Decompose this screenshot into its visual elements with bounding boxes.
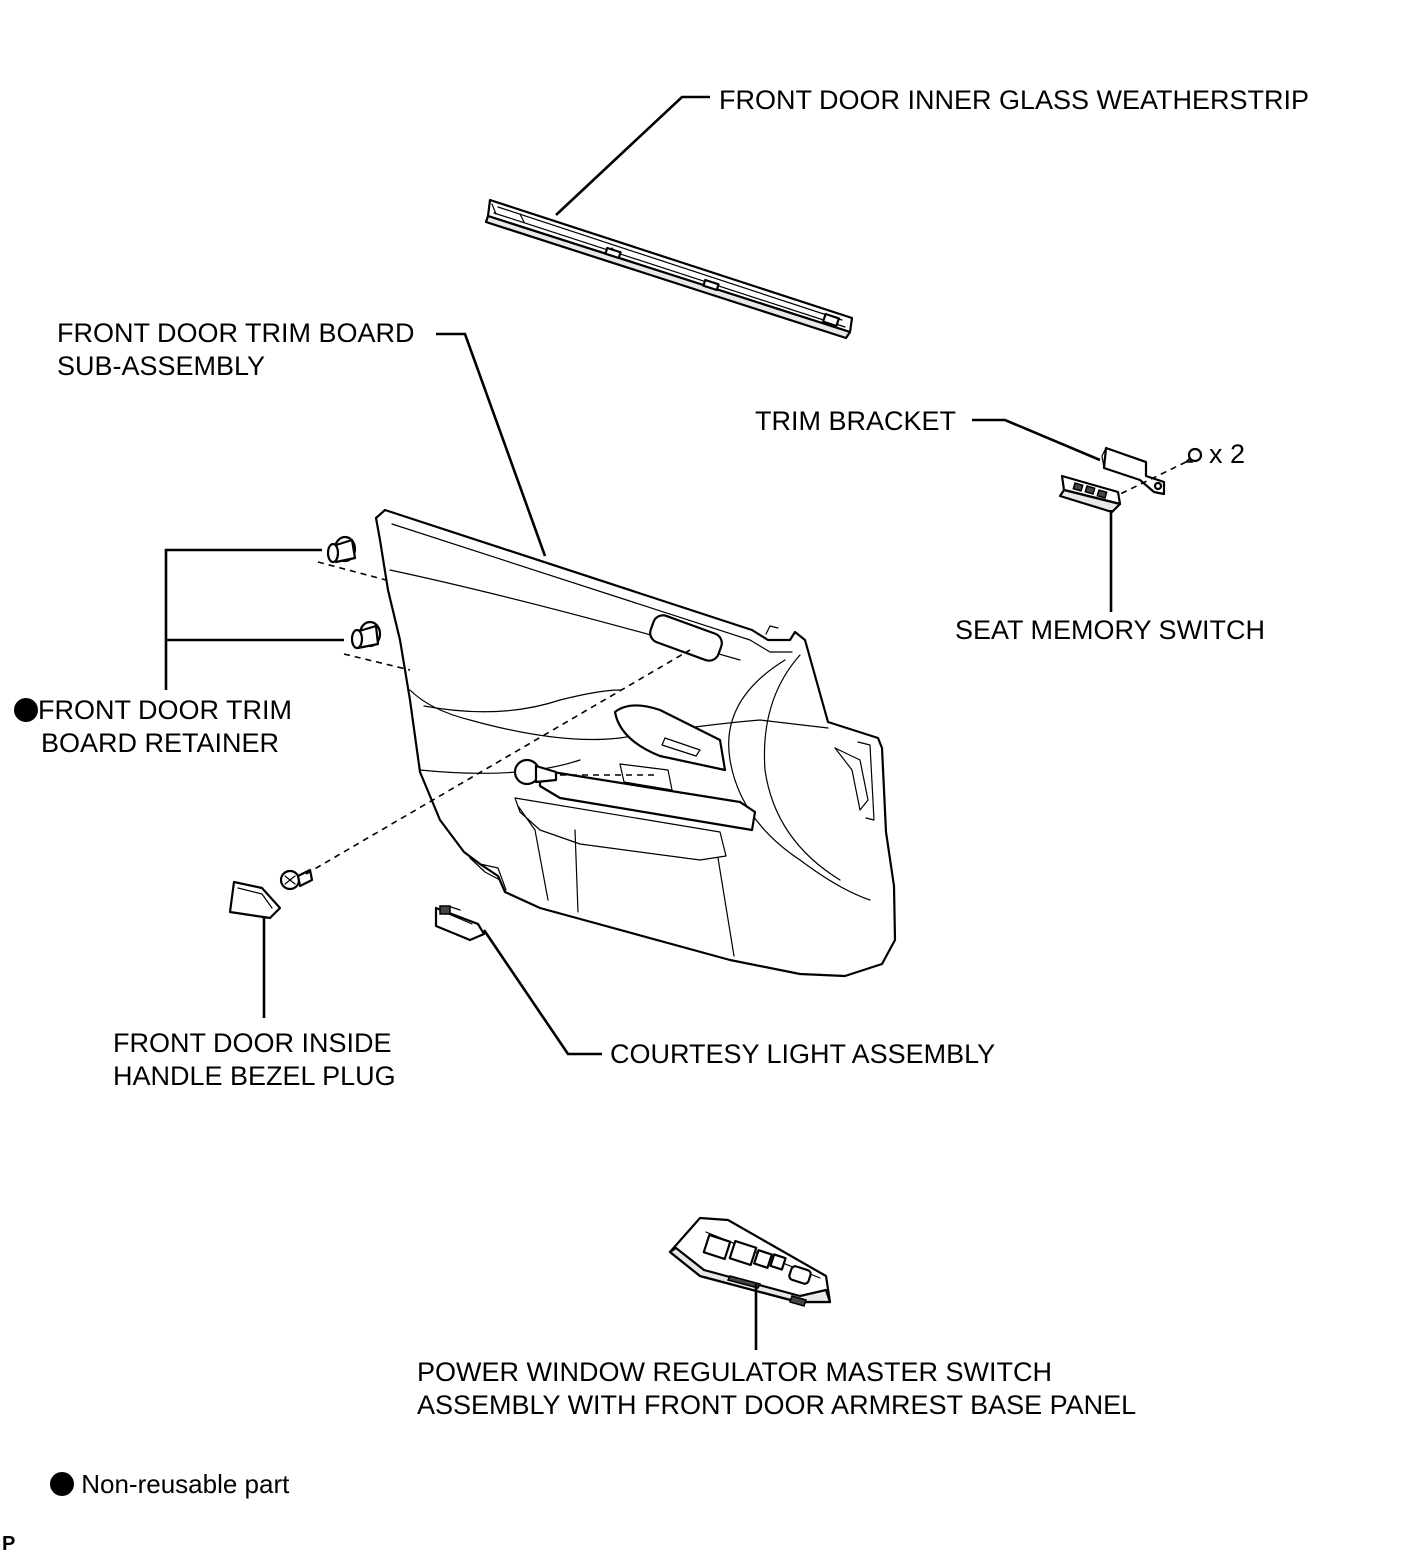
legend: Non-reusable part <box>50 1468 289 1501</box>
master-switch-label-line-2: ASSEMBLY WITH FRONT DOOR ARMREST BASE PA… <box>417 1390 1137 1420</box>
weatherstrip-part <box>484 198 854 340</box>
door-trim-board-part <box>374 508 897 978</box>
figure-code: P <box>2 1533 16 1555</box>
bezel-screw-dashed-line <box>305 649 691 875</box>
retainer-label-line-1-text: FRONT DOOR TRIM <box>38 695 292 725</box>
retainer-dashed-line-lower <box>343 653 411 671</box>
seat-memory-switch-part <box>1058 474 1122 514</box>
trim-bracket-leader <box>972 418 1101 462</box>
courtesy-light-part <box>434 905 486 942</box>
trim-board-label-line-2: SUB-ASSEMBLY <box>57 351 266 381</box>
master-switch-label: POWER WINDOW REGULATOR MASTER SWITCH ASS… <box>417 1356 1136 1422</box>
master-switch-part <box>668 1216 832 1307</box>
trim-bracket-part <box>1101 446 1166 496</box>
screw-handle <box>513 758 558 786</box>
retainer-leader-upper <box>164 548 322 690</box>
trim-board-leader <box>436 332 547 557</box>
legend-non-reusable-text: Non-reusable part <box>81 1469 290 1499</box>
retainer-label-line-1: FRONT DOOR TRIM <box>14 694 292 727</box>
non-reusable-dot-icon <box>50 1472 74 1496</box>
retainer-label-line-2: BOARD RETAINER <box>41 728 280 758</box>
master-switch-label-line-1: POWER WINDOW REGULATOR MASTER SWITCH <box>417 1357 1053 1387</box>
quantity-x2-label: x 2 <box>1209 439 1246 469</box>
bezel-plug-label-line-1: FRONT DOOR INSIDE <box>113 1028 392 1058</box>
courtesy-light-label: COURTESY LIGHT ASSEMBLY <box>610 1039 996 1069</box>
seat-memory-switch-label: SEAT MEMORY SWITCH <box>955 615 1266 645</box>
bezel-plug-label: FRONT DOOR INSIDE HANDLE BEZEL PLUG <box>113 1027 396 1093</box>
courtesy-light-leader <box>482 929 602 1056</box>
retainer-clip-upper <box>326 535 357 564</box>
bracket-screw <box>1184 447 1203 463</box>
screw-bezel <box>279 868 314 891</box>
non-reusable-dot-icon <box>14 698 38 722</box>
bracket-screw-dashed-line <box>1111 461 1187 499</box>
trim-board-label-line-1: FRONT DOOR TRIM BOARD <box>57 318 415 348</box>
retainer-clip-lower <box>350 620 382 650</box>
weatherstrip-leader <box>555 95 710 216</box>
trim-board-label: FRONT DOOR TRIM BOARD SUB-ASSEMBLY <box>57 317 415 383</box>
retainer-dashed-line-upper <box>317 561 387 581</box>
trim-bracket-label: TRIM BRACKET <box>755 406 957 436</box>
bezel-plug-part <box>228 880 282 920</box>
weatherstrip-label: FRONT DOOR INNER GLASS WEATHERSTRIP <box>719 85 1310 115</box>
bezel-plug-label-line-2: HANDLE BEZEL PLUG <box>113 1061 396 1091</box>
retainer-label: FRONT DOOR TRIM BOARD RETAINER <box>14 694 292 760</box>
